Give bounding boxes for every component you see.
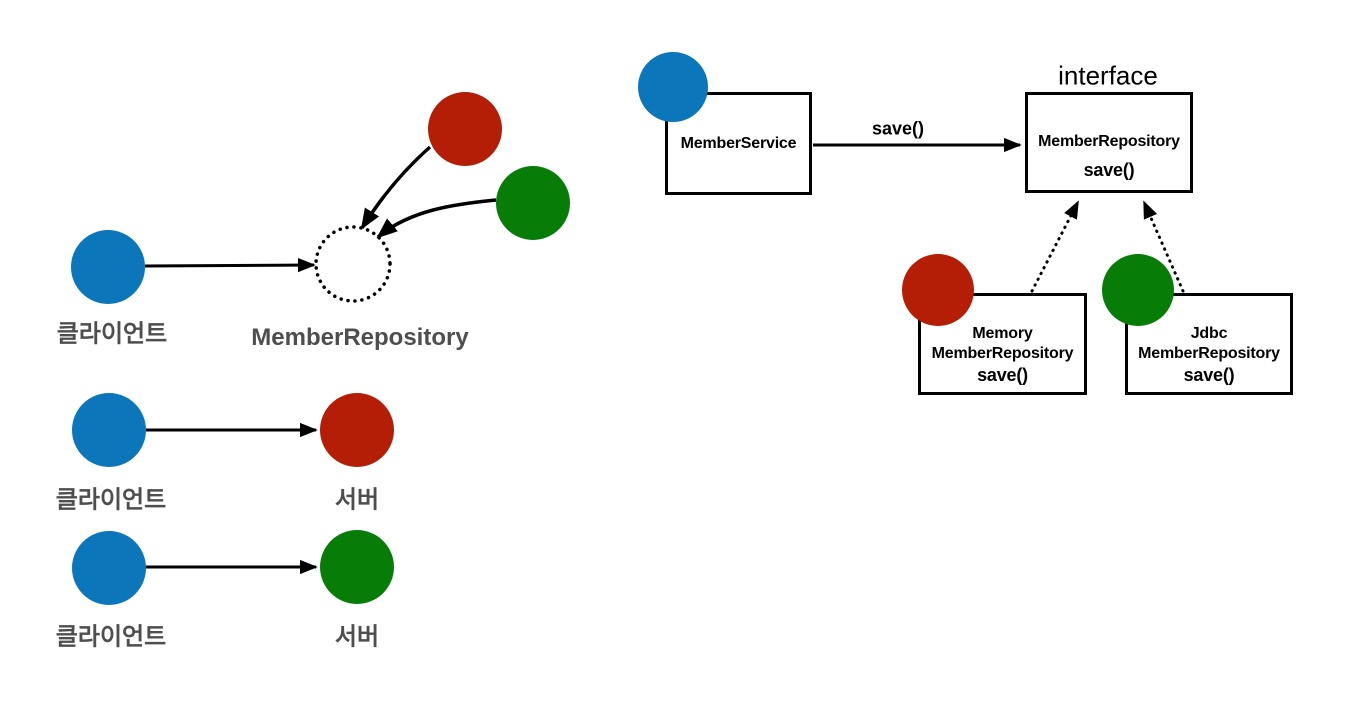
jdbc-impl-circle <box>496 166 570 240</box>
jdbc-impl-curved-arrow <box>376 198 497 239</box>
member-repository-save-method: save() <box>1083 160 1135 180</box>
memory-label-line1: Memory <box>972 325 1033 342</box>
red-server-circle <box>320 393 394 467</box>
server-label-red: 서버 <box>334 486 380 514</box>
client-label-2: 클라이언트 <box>55 486 167 514</box>
client-circle-3 <box>72 531 146 605</box>
client-to-repository-arrow <box>144 257 316 273</box>
memory-impl-curved-arrow <box>360 145 432 230</box>
client-circle-1 <box>71 230 145 304</box>
server-label-green: 서버 <box>334 623 380 651</box>
memory-implements-arrow <box>1030 200 1080 293</box>
save-arrow-label: save() <box>871 118 925 139</box>
member-service-box: MemberService <box>665 92 812 195</box>
abstract-repository-label: MemberRepository <box>251 324 469 351</box>
member-repository-label: MemberRepository <box>1038 133 1180 150</box>
green-server-circle <box>320 530 394 604</box>
client-label-3: 클라이언트 <box>55 623 167 651</box>
member-repository-interface-box: MemberRepository save() <box>1025 92 1193 193</box>
member-service-label: MemberService <box>680 134 797 152</box>
abstract-repository-circle <box>314 225 392 303</box>
memory-label-line2: MemberRepository <box>931 345 1074 362</box>
memory-save-method: save() <box>977 365 1028 385</box>
jdbc-save-method: save() <box>1183 365 1235 385</box>
jdbc-member-repository-box: Jdbc MemberRepository save() <box>1125 293 1293 395</box>
client-label-1: 클라이언트 <box>56 320 168 348</box>
memory-member-repository-box: Memory MemberRepository save() <box>918 293 1087 395</box>
memory-impl-circle <box>428 92 502 166</box>
jdbc-label-line2: MemberRepository <box>1138 345 1280 362</box>
interface-caption: interface <box>1058 60 1158 91</box>
jdbc-label-line1: Jdbc <box>1190 325 1228 342</box>
jdbc-implements-arrow <box>1142 200 1185 293</box>
client-circle-2 <box>72 393 146 467</box>
